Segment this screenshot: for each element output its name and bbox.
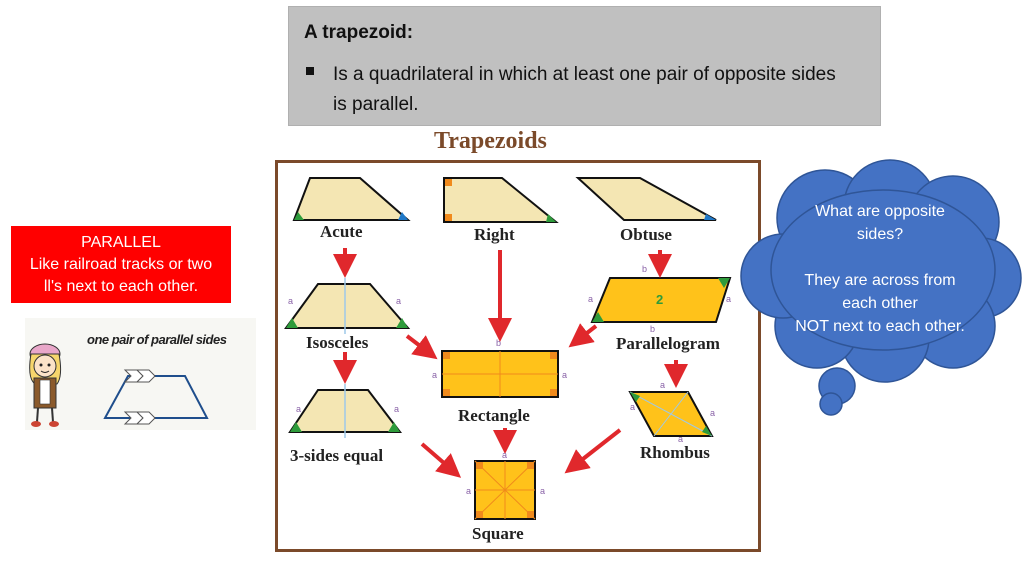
label-acute: Acute [320, 222, 363, 241]
label-rectangle: Rectangle [458, 406, 530, 425]
mark-a-isosceles-left: a [288, 296, 293, 306]
thought-cloud-icon [740, 159, 1022, 416]
side-letter-marks: a a a a b a a b b a a a a a a a a a [288, 264, 731, 496]
mark-a-rectangle-right: a [562, 370, 567, 380]
definition-box: A trapezoid: Is a quadrilateral in which… [288, 6, 881, 126]
label-parallelogram: Parallelogram [616, 334, 720, 353]
definition-title: A trapezoid: [304, 22, 414, 43]
cloud-line2: sides? [856, 226, 904, 243]
cloud-line3: They are across from [804, 272, 956, 289]
parallelogram-number-mark: 2 [656, 292, 663, 307]
definition-text: Is a quadrilateral in which at least one… [333, 64, 836, 115]
mark-a-square-right: a [540, 486, 545, 496]
right-trapezoid-shape [443, 177, 559, 223]
parallel-note: PARALLEL Like railroad tracks or two ll'… [11, 226, 231, 303]
rectangle-shape [441, 350, 559, 398]
label-right: Right [474, 225, 515, 244]
parallelogram-shape [590, 277, 732, 323]
mark-a-rhombus-top: a [660, 380, 665, 390]
label-isosceles: Isosceles [306, 333, 369, 352]
parallel-note-line3: ll's next to each other. [43, 278, 199, 295]
mark-a-rhombus-left: a [630, 402, 635, 412]
girl-and-trapezoid-drawing [29, 343, 209, 427]
hierarchy-arrows [333, 248, 688, 478]
cloud-text: What are opposite sides? They are across… [780, 200, 980, 338]
parallel-note-line1: PARALLEL [81, 234, 161, 251]
label-square: Square [472, 524, 524, 543]
bullet-icon [306, 67, 314, 75]
cloud-line5: NOT next to each other. [795, 318, 965, 335]
diagram-title: Trapezoids [434, 128, 547, 154]
mark-b-parallelogram-bottom: b [650, 324, 655, 334]
three-sides-equal-trapezoid-shape [288, 384, 403, 438]
mark-a-rhombus-bottom: a [678, 434, 683, 444]
mark-a-square-top: a [502, 450, 507, 460]
mark-a-parallelogram-right: a [726, 294, 731, 304]
acute-trapezoid-shape [292, 177, 411, 221]
cloud-line4: each other [842, 295, 918, 312]
mark-a-3sides-right: a [394, 404, 399, 414]
mark-a-square-left: a [466, 486, 471, 496]
mark-b-parallelogram-top: b [642, 264, 647, 274]
label-rhombus: Rhombus [640, 443, 710, 462]
trapezoid-with-arrows-icon [103, 369, 209, 425]
mark-a-parallelogram-left: a [588, 294, 593, 304]
mark-a-rectangle-left: a [432, 370, 437, 380]
mark-b-rectangle-top: b [496, 338, 501, 348]
girl-icon [29, 343, 62, 427]
obtuse-trapezoid-shape [575, 177, 717, 221]
isosceles-trapezoid-shape [284, 278, 411, 334]
parallel-sides-illustration: one pair of parallel sides [25, 318, 256, 430]
parallel-note-line2: Like railroad tracks or two [29, 256, 213, 273]
mark-a-rhombus-right: a [710, 408, 715, 418]
label-three-sides-equal: 3-sides equal [290, 446, 384, 465]
illustration-caption: one pair of parallel sides [87, 332, 227, 347]
cloud-line1: What are opposite [815, 203, 945, 220]
mark-a-3sides-left: a [296, 404, 301, 414]
mark-a-isosceles-right: a [396, 296, 401, 306]
rhombus-shape [628, 391, 714, 437]
square-shape [474, 460, 536, 520]
label-obtuse: Obtuse [620, 225, 672, 244]
